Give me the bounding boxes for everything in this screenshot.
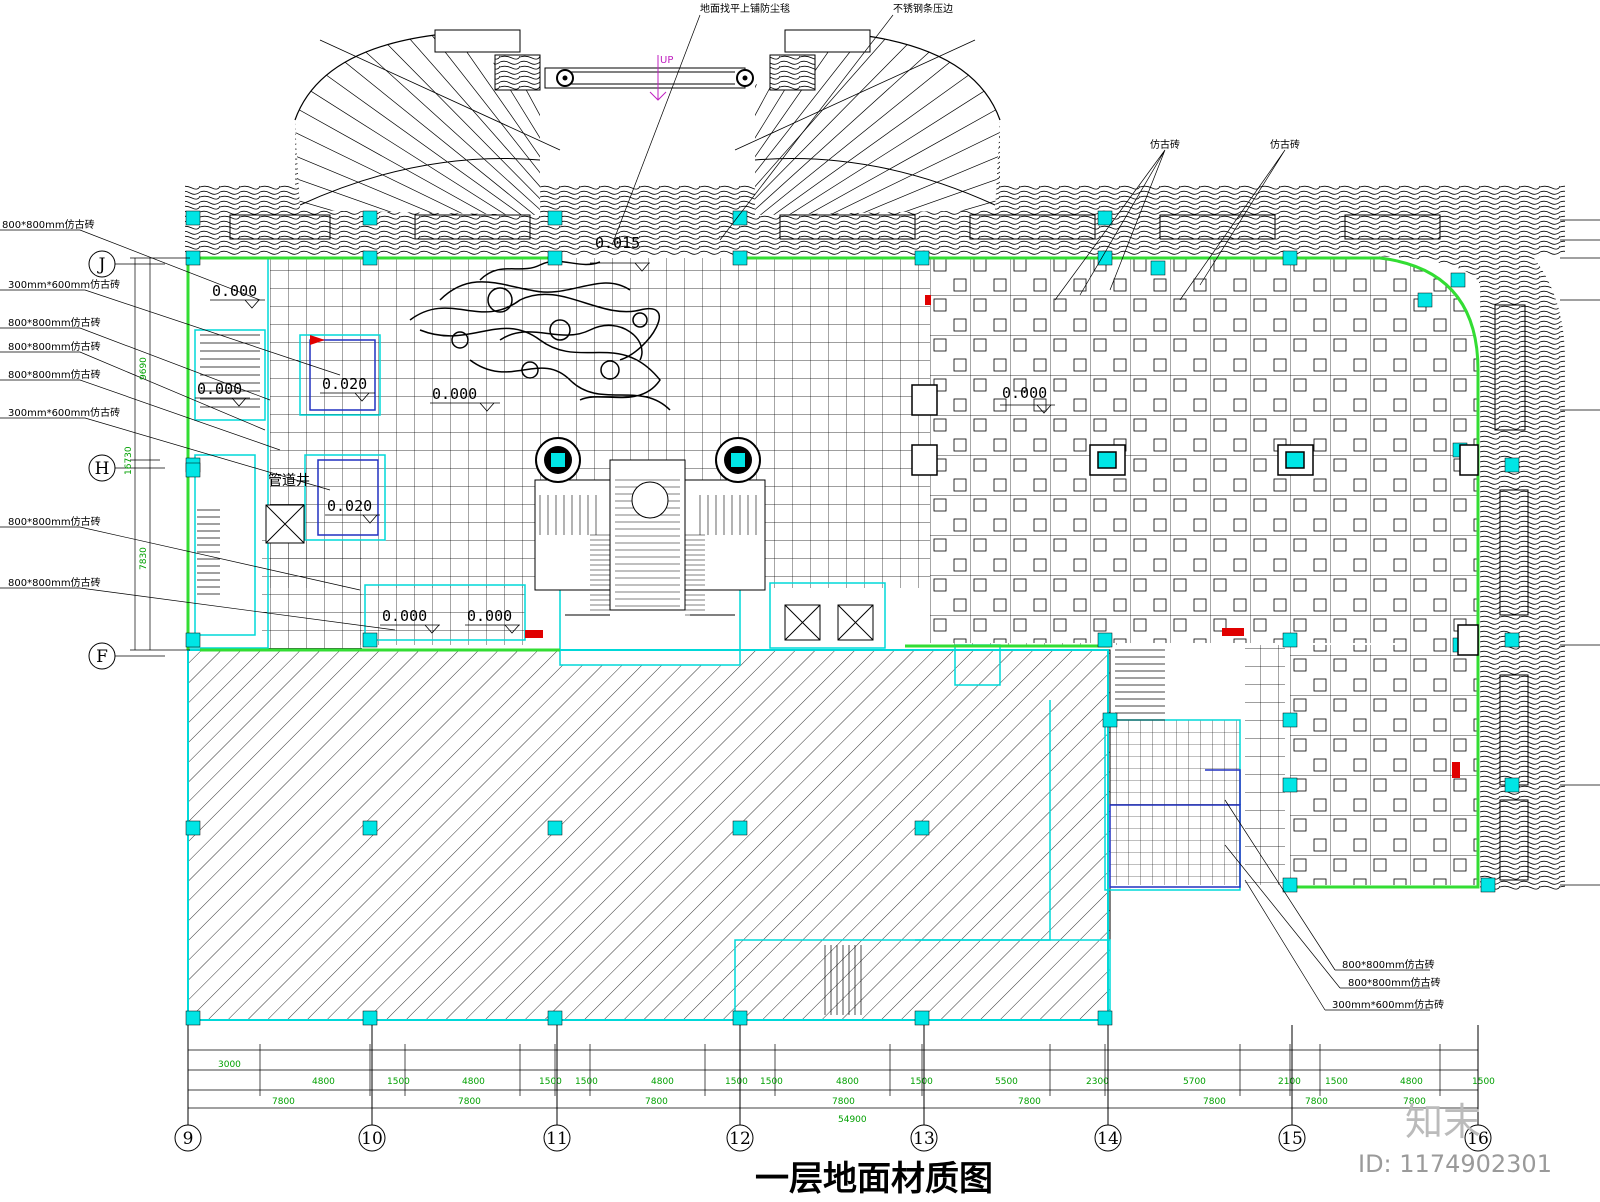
grid-col-13: 13 xyxy=(913,1129,935,1149)
level-text: 0.020 xyxy=(322,375,367,393)
watermark-logo: 知末 xyxy=(1405,1100,1481,1144)
svg-text:H: H xyxy=(95,459,110,479)
side-stairs xyxy=(197,334,1165,1015)
grid-col-11: 11 xyxy=(546,1129,568,1149)
grid-col-9: 9 xyxy=(183,1129,194,1149)
svg-text:7800: 7800 xyxy=(458,1097,481,1107)
dim-total: 54900 xyxy=(838,1115,867,1125)
horizontal-dimensions xyxy=(187,1044,1479,1109)
leader-lines xyxy=(0,14,1430,1011)
elevators xyxy=(265,504,874,641)
up-mark: UP xyxy=(660,55,673,66)
callout-antique-tile-2: 仿古砖 xyxy=(1270,138,1300,151)
central-stair xyxy=(534,459,766,616)
grid-col-12: 12 xyxy=(729,1129,751,1149)
callout-right-1: 800*800mm仿古砖 xyxy=(1342,958,1435,971)
callout-steel-strip: 不锈钢条压边 xyxy=(893,2,953,15)
svg-text:4800: 4800 xyxy=(462,1077,485,1087)
callout-left-4: 800*800mm仿古砖 xyxy=(8,340,101,353)
svg-text:5500: 5500 xyxy=(995,1077,1018,1087)
svg-text:7800: 7800 xyxy=(1018,1097,1041,1107)
callout-antique-tile-1: 仿古砖 xyxy=(1150,138,1180,151)
planters xyxy=(229,214,1529,881)
level-text: 0.000 xyxy=(197,380,242,398)
room-outlines-blue xyxy=(309,339,1241,888)
image-id: ID: 1174902301 xyxy=(1358,1150,1552,1178)
level-text: 0.015 xyxy=(595,234,640,252)
svg-text:5700: 5700 xyxy=(1183,1077,1206,1087)
dims-row1: 3000 4800 1500 4800 1500 1500 4800 1500 … xyxy=(218,1060,1495,1087)
callout-left-7: 800*800mm仿古砖 xyxy=(8,515,101,528)
east-hall-floor-checker xyxy=(930,258,1478,885)
vdim-2: 16730 xyxy=(124,446,134,475)
svg-text:7800: 7800 xyxy=(832,1097,855,1107)
grid-col-15: 15 xyxy=(1281,1129,1303,1149)
callout-left-3: 800*800mm仿古砖 xyxy=(8,316,101,329)
callout-dust-mat: 地面找平上铺防尘毯 xyxy=(700,2,790,15)
svg-text:1500: 1500 xyxy=(539,1077,562,1087)
svg-text:7800: 7800 xyxy=(272,1097,295,1107)
callout-right-2: 800*800mm仿古砖 xyxy=(1348,976,1441,989)
svg-text:7800: 7800 xyxy=(1403,1097,1426,1107)
vdim-3: 7830 xyxy=(139,547,149,570)
svg-text:7800: 7800 xyxy=(645,1097,668,1107)
grid-col-10: 10 xyxy=(361,1129,383,1149)
svg-text:4800: 4800 xyxy=(836,1077,859,1087)
svg-text:7800: 7800 xyxy=(1305,1097,1328,1107)
dims-row2: 7800 7800 7800 7800 7800 7800 7800 7800 xyxy=(272,1097,1426,1107)
callout-left-5: 800*800mm仿古砖 xyxy=(8,368,101,381)
svg-text:1500: 1500 xyxy=(387,1077,410,1087)
right-edge-ticks xyxy=(1560,219,1600,886)
round-columns xyxy=(535,437,761,483)
svg-text:J: J xyxy=(97,255,106,275)
callout-left-2: 300mm*600mm仿古砖 xyxy=(8,278,120,291)
level-text: 0.020 xyxy=(327,497,372,515)
grid-col-14: 14 xyxy=(1097,1129,1119,1149)
callout-left-1: 800*800mm仿古砖 xyxy=(2,218,95,231)
vertical-dimensions xyxy=(130,257,190,651)
svg-text:4800: 4800 xyxy=(1400,1077,1423,1087)
svg-text:2100: 2100 xyxy=(1278,1077,1301,1087)
level-text: 0.000 xyxy=(1002,384,1047,402)
entrance-gate: UP xyxy=(434,29,871,101)
svg-text:1500: 1500 xyxy=(910,1077,933,1087)
svg-text:1500: 1500 xyxy=(575,1077,598,1087)
svg-text:F: F xyxy=(96,647,108,667)
vdim-1: 9690 xyxy=(139,357,149,380)
level-text: 0.000 xyxy=(467,607,512,625)
grid-row-J: J xyxy=(88,250,165,278)
svg-text:4800: 4800 xyxy=(651,1077,674,1087)
stair-landing-300x600 xyxy=(1110,645,1285,885)
level-text: 0.000 xyxy=(382,607,427,625)
grid-column-bubbles: 9 10 11 12 13 14 15 16 xyxy=(174,1025,1492,1152)
svg-text:4800: 4800 xyxy=(312,1077,335,1087)
grid-col-16: 16 xyxy=(1467,1129,1489,1149)
east-hall-columns xyxy=(911,384,1479,656)
grid-row-F: F xyxy=(88,642,165,670)
svg-text:1500: 1500 xyxy=(760,1077,783,1087)
level-text: 0.000 xyxy=(212,282,257,300)
svg-text:1500: 1500 xyxy=(1472,1077,1495,1087)
floor-medallion-pattern xyxy=(409,260,671,411)
level-markers xyxy=(195,262,1055,634)
svg-text:7800: 7800 xyxy=(1203,1097,1226,1107)
callout-right-3: 300mm*600mm仿古砖 xyxy=(1332,998,1444,1011)
level-text: 0.000 xyxy=(432,385,477,403)
unfinished-zone-hatched xyxy=(187,649,1111,1021)
room-label-pipe-shaft: 管道井 xyxy=(268,473,310,489)
svg-text:1500: 1500 xyxy=(1325,1077,1348,1087)
callout-left-8: 800*800mm仿古砖 xyxy=(8,576,101,589)
svg-text:2300: 2300 xyxy=(1086,1077,1109,1087)
callout-left-6: 300mm*600mm仿古砖 xyxy=(8,406,120,419)
svg-text:3000: 3000 xyxy=(218,1060,241,1070)
red-markers xyxy=(310,295,1460,778)
drawing-title: 一层地面材质图 xyxy=(755,1159,993,1199)
grid-row-H: H xyxy=(88,454,165,482)
svg-text:1500: 1500 xyxy=(725,1077,748,1087)
